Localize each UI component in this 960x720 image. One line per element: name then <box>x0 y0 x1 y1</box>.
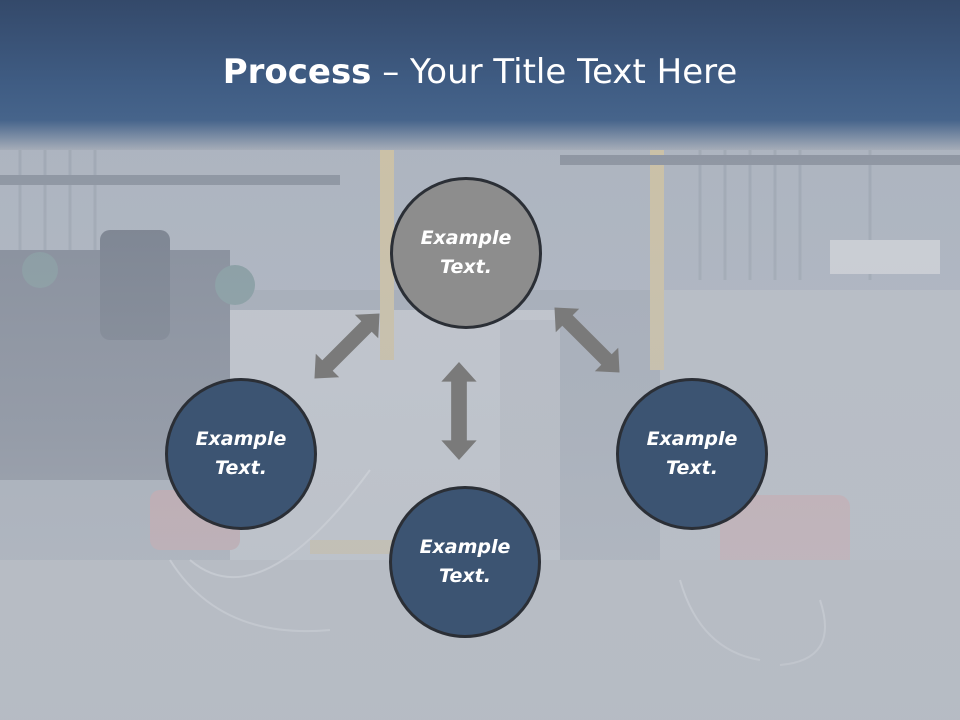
process-step-right: Example Text. <box>616 378 768 530</box>
process-step-top-label: Example Text. <box>420 227 512 278</box>
title-bar <box>0 0 960 150</box>
title-rest: – Your Title Text Here <box>371 52 738 92</box>
title-bold: Process <box>222 52 372 92</box>
process-step-left-label: Example Text. <box>195 428 287 479</box>
process-step-bottom-label: Example Text. <box>419 536 511 587</box>
process-step-right-label: Example Text. <box>646 428 738 479</box>
process-step-bottom: Example Text. <box>389 486 541 638</box>
process-step-top: Example Text. <box>390 177 542 329</box>
process-step-left: Example Text. <box>165 378 317 530</box>
slide-title: Process – Your Title Text Here <box>0 52 960 92</box>
